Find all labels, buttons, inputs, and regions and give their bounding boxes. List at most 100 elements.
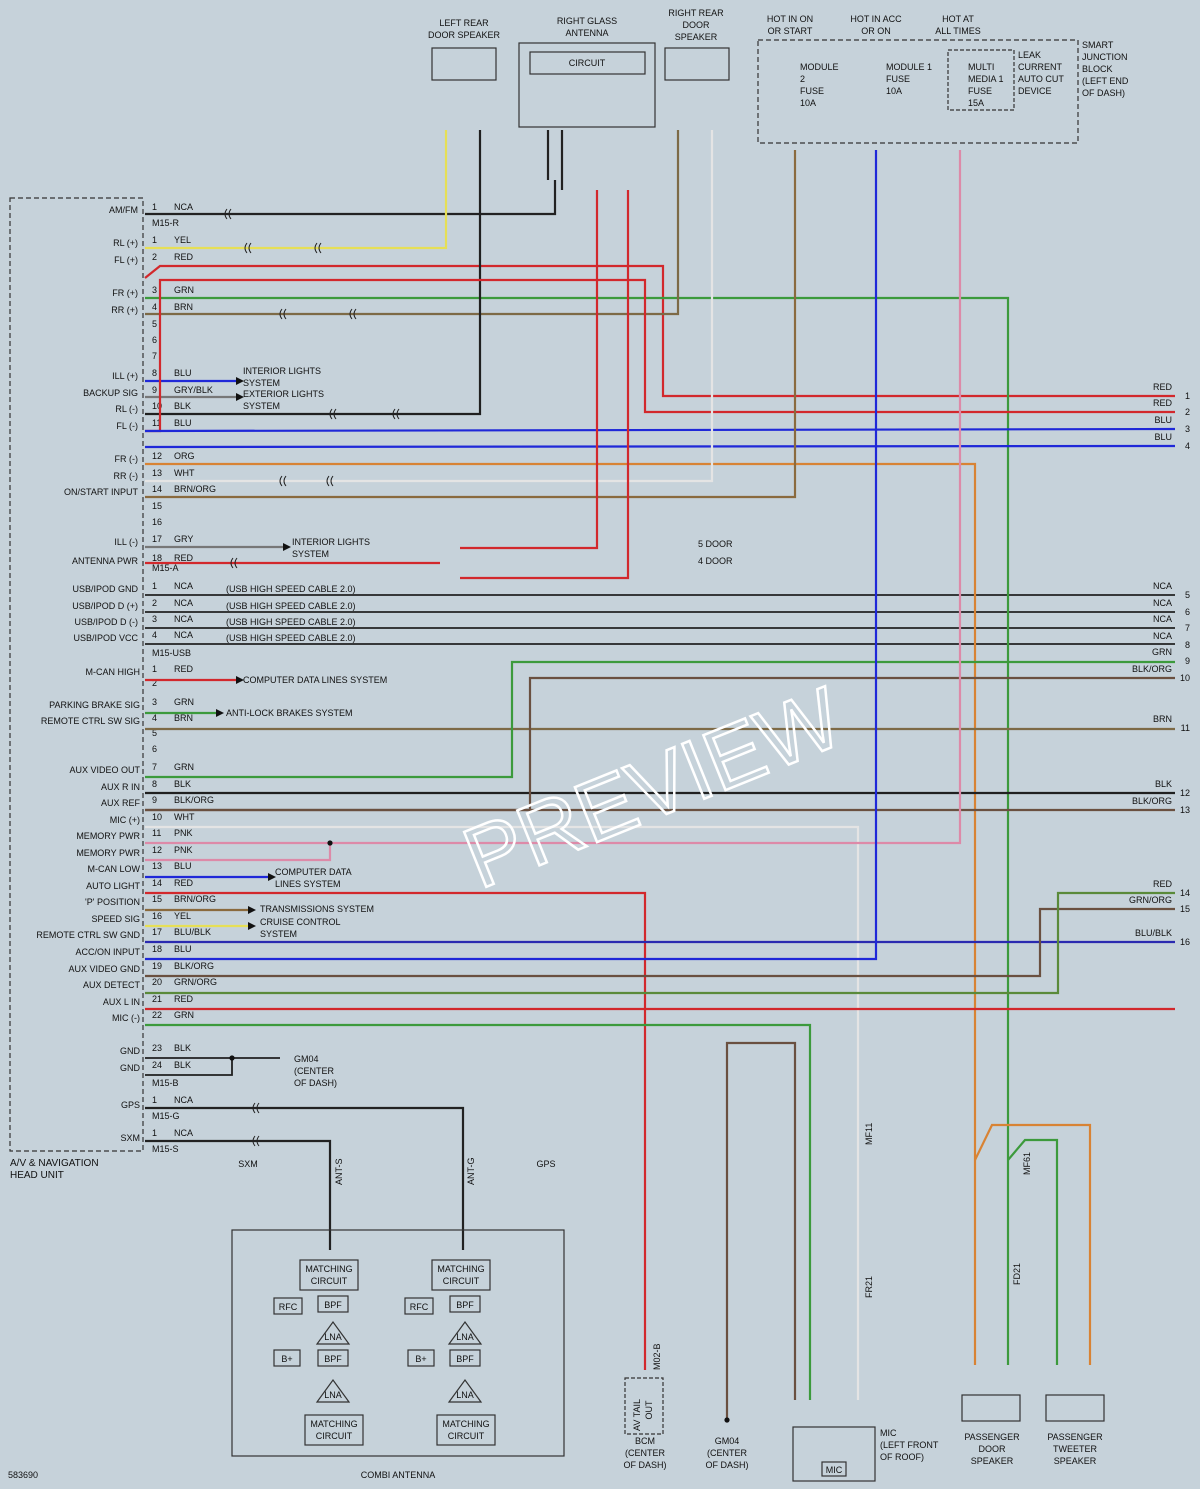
pin-label: USB/IPOD D (+): [72, 601, 138, 611]
pin-number: 14: [152, 484, 162, 494]
pin-label: MIC (+): [110, 815, 140, 825]
sxm-wire: [145, 1139, 332, 1250]
pin-number: 16: [152, 517, 162, 527]
arrow-icon: [248, 922, 256, 930]
on-start-wire: [145, 150, 797, 499]
pin-label: GPS: [121, 1100, 140, 1110]
output-number: 4: [1185, 441, 1190, 451]
rl-minus-wire: [145, 130, 482, 416]
mic-plus-wire: [145, 825, 860, 1400]
label: MATCHING: [437, 1264, 484, 1274]
fuse-name: 15A: [968, 98, 984, 108]
ref-label: ANTI-LOCK BRAKES SYSTEM: [226, 708, 353, 718]
label: DEVICE: [1018, 86, 1052, 96]
label: LNA: [456, 1390, 474, 1400]
wire-color: YEL: [174, 235, 191, 245]
pin-number: 13: [152, 468, 162, 478]
label: LEAK: [1018, 50, 1041, 60]
aux-video-out-wire: [145, 660, 1175, 779]
b-plus-box: [273, 1349, 301, 1367]
wire-color: RED: [174, 553, 194, 563]
label: (LEFT FRONT: [880, 1440, 939, 1450]
label: SPEAKER: [1054, 1456, 1097, 1466]
connector-icon: [252, 1135, 260, 1147]
label: MATCHING: [305, 1264, 352, 1274]
wire-color: PNK: [174, 845, 193, 855]
wire-color: BRN: [174, 302, 193, 312]
fuse-name: MEDIA 1: [968, 74, 1004, 84]
pin-number: 23: [152, 1043, 162, 1053]
output-color: GRN: [1152, 647, 1172, 657]
label: RFC: [279, 1302, 298, 1312]
label: RFC: [410, 1302, 429, 1312]
pin-label: FL (+): [114, 255, 138, 265]
rfc-box: [273, 1297, 303, 1315]
pin-number: 4: [152, 713, 157, 723]
wire-color: PNK: [174, 828, 193, 838]
wire-color: BLU: [174, 368, 192, 378]
usb-note: (USB HIGH SPEED CABLE 2.0): [226, 633, 356, 643]
fuse-name: 10A: [800, 98, 816, 108]
pin-label: AM/FM: [109, 205, 138, 215]
wire-color: GRN: [174, 285, 194, 295]
fuse-title: HOT IN ACC: [850, 14, 902, 24]
bpf-box: [449, 1349, 481, 1367]
usb-note: (USB HIGH SPEED CABLE 2.0): [226, 601, 356, 611]
label: ANT-S: [334, 1158, 344, 1185]
output-color: RED: [1153, 879, 1173, 889]
mic-element-box: [821, 1461, 847, 1477]
label: M02-B: [652, 1343, 662, 1370]
aux-ref-wire-2: [145, 676, 1175, 812]
fuse-title: HOT AT: [942, 14, 974, 24]
right-rear-speaker-icon: [664, 47, 730, 81]
fuse-title: HOT IN ON: [767, 14, 813, 24]
connector-m15-r: M15-R: [152, 218, 180, 228]
label: CIRCUIT: [569, 58, 606, 68]
gnd-2-wire: [145, 1058, 233, 1076]
label: BPF: [324, 1354, 342, 1364]
matching-circuit-box: [431, 1259, 491, 1291]
output-color: BLU: [1154, 432, 1172, 442]
pin-label: BACKUP SIG: [83, 388, 138, 398]
antenna-circuit-box: [529, 51, 646, 75]
label: LNA: [456, 1332, 474, 1342]
label: MATCHING: [442, 1419, 489, 1429]
wire-color: BRN: [174, 713, 193, 723]
label: JUNCTION: [1082, 52, 1128, 62]
fuse-name: FUSE: [800, 86, 824, 96]
label: OUT: [644, 1400, 654, 1420]
pin-number: 1: [152, 235, 157, 245]
label: COMBI ANTENNA: [361, 1470, 436, 1480]
wire-color: GRN: [174, 697, 194, 707]
output-number: 15: [1180, 904, 1190, 914]
fuse-name: 10A: [886, 86, 902, 96]
pin-label: RR (-): [114, 471, 139, 481]
pin-label: AUX REF: [101, 798, 141, 808]
pin-label: SXM: [120, 1133, 140, 1143]
label: LEFT REAR: [439, 18, 489, 28]
diagram-id: 583690: [8, 1470, 38, 1480]
label: CURRENT: [1018, 62, 1063, 72]
pin-number: 14: [152, 878, 162, 888]
arrow-icon: [236, 393, 244, 401]
label: GPS: [536, 1159, 555, 1169]
auto-light-wire: [145, 891, 647, 1370]
rfc-box: [404, 1297, 434, 1315]
pin-number: 6: [152, 335, 157, 345]
pin-label: AUX VIDEO GND: [68, 964, 140, 974]
legend-5-door: 5 DOOR: [698, 539, 733, 549]
lna-amp-icon: [447, 1378, 483, 1403]
connector-m15-b: M15-B: [152, 1078, 179, 1088]
wire-color: BLK: [174, 1043, 191, 1053]
wire-color: RED: [174, 664, 194, 674]
wire-color: ORG: [174, 451, 195, 461]
fuse-name: MODULE 1: [886, 62, 932, 72]
label: DOOR SPEAKER: [428, 30, 501, 40]
pin-number: 21: [152, 994, 162, 1004]
connector-m15-s: M15-S: [152, 1144, 179, 1154]
pin-number: 16: [152, 911, 162, 921]
pin-label: AUX L IN: [103, 997, 140, 1007]
output-number: 11: [1181, 723, 1190, 733]
label: LNA: [324, 1332, 342, 1342]
arrow-icon: [268, 873, 276, 881]
